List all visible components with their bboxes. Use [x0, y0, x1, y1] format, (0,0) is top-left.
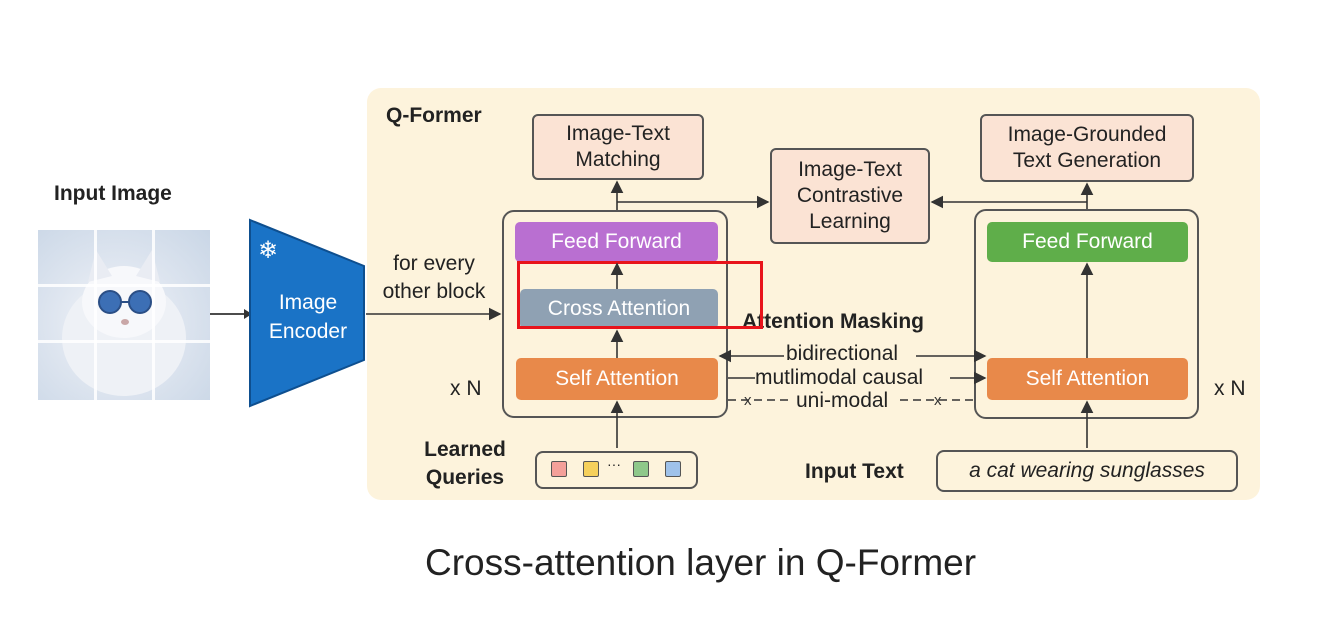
input-text-box: a cat wearing sunglasses [936, 450, 1238, 492]
cat-photo [62, 250, 186, 396]
figure-caption: Cross-attention layer in Q-Former [425, 542, 977, 583]
self-attention-right: Self Attention [987, 358, 1188, 400]
feed-forward-left: Feed Forward [515, 222, 718, 262]
repeat-left: x N [450, 377, 482, 400]
input-image [38, 230, 210, 400]
svg-text:x: x [744, 392, 752, 409]
query-token [665, 461, 681, 477]
query-token [633, 461, 649, 477]
self-attention-left: Self Attention [516, 358, 718, 400]
query-token [583, 461, 599, 477]
image-encoder-label: Image Encoder [268, 291, 348, 343]
mask-unimodal: uni-modal [793, 389, 892, 413]
cross-attention-highlight [517, 261, 763, 329]
cross-attention-block: Cross Attention [520, 289, 718, 329]
connector-label: for every other block [382, 252, 486, 303]
feed-forward-right: Feed Forward [987, 222, 1188, 262]
attention-masking-title: Attention Masking [742, 310, 924, 333]
image-to-encoder-arrow [210, 309, 252, 319]
repeat-right: x N [1214, 377, 1246, 400]
input-text-label: Input Text [805, 460, 904, 483]
learned-queries-label: Learned Queries [424, 438, 506, 489]
input-text-value: a cat wearing sunglasses [969, 459, 1205, 482]
snowflake-icon: ❄ [258, 237, 279, 264]
image-encoder-shape [249, 218, 365, 408]
svg-text:x: x [934, 392, 942, 409]
query-token [551, 461, 567, 477]
input-image-label: Input Image [54, 182, 172, 205]
mask-bidirectional: bidirectional [786, 342, 899, 366]
qformer-title: Q-Former [386, 104, 482, 127]
query-ellipsis: ··· [607, 456, 621, 472]
query-transformer-outline [502, 210, 728, 418]
mask-multimodal: mutlimodal causal [755, 366, 924, 390]
